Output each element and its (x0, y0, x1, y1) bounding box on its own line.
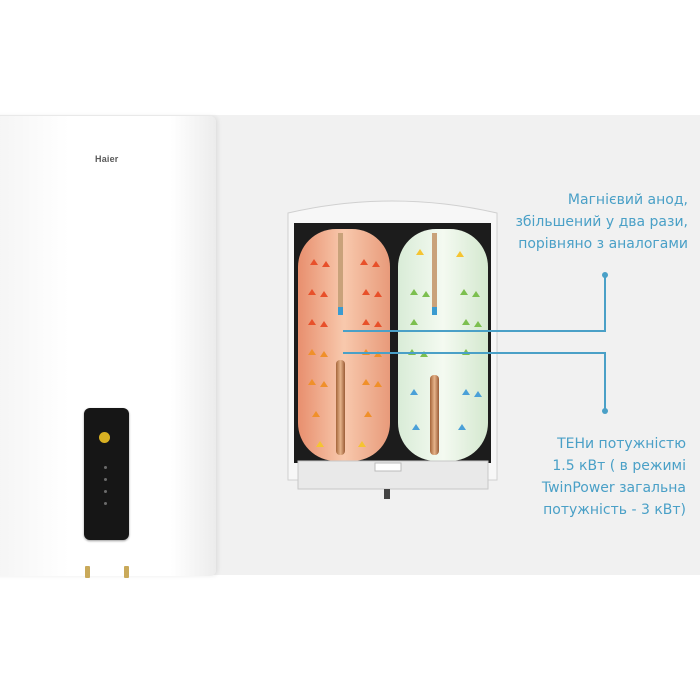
anode-callout-text: Магнієвий анод, збільшений у два рази, п… (515, 189, 688, 255)
inlet-pipe (85, 566, 90, 578)
cold-water-tank (398, 229, 488, 461)
power-icon (99, 432, 110, 443)
hot-water-tank (298, 229, 390, 461)
heater-callout-line: 1.5 кВт ( в режимі (552, 458, 686, 474)
heater-leader-dot (602, 408, 608, 414)
anode-callout-line: збільшений у два рази, (515, 214, 688, 230)
indicator-light (104, 466, 107, 469)
anode-leader-dot (602, 272, 608, 278)
outlet-pipe (124, 566, 129, 578)
anode-leader-line-horizontal (343, 330, 605, 332)
indicator-light (104, 478, 107, 481)
heater-callout-line: ТЕНи потужністю (557, 436, 686, 452)
heater-leader-line-vertical (604, 352, 606, 410)
heater-callout-line: TwinPower загальна (541, 480, 686, 496)
tank-cutaway-illustration (287, 200, 498, 499)
anode-callout-line: Магнієвий анод, (567, 192, 688, 208)
brand-logo: Haier (95, 154, 119, 164)
heater-leader-line-horizontal (343, 352, 605, 354)
control-display-panel (84, 408, 129, 540)
indicator-light (104, 502, 107, 505)
anode-callout-line: порівняно з аналогами (518, 236, 688, 252)
anode-leader-line-vertical (604, 275, 606, 332)
indicator-light (104, 490, 107, 493)
heater-callout-line: потужність - 3 кВт) (543, 502, 686, 518)
heater-callout-text: ТЕНи потужністю 1.5 кВт ( в режимі TwinP… (542, 433, 686, 521)
